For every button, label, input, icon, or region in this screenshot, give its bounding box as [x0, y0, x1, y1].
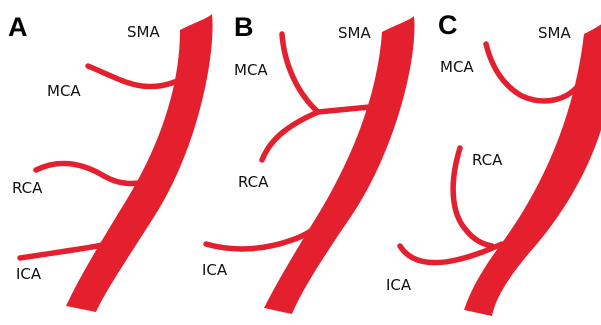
ica-label: ICA — [16, 265, 42, 283]
mca-branch — [282, 34, 318, 112]
mca-branch — [88, 66, 184, 87]
rca-branch — [262, 112, 318, 160]
mca-label: MCA — [440, 58, 474, 76]
mca-label: MCA — [47, 82, 81, 100]
mca-label: MCA — [234, 61, 268, 79]
panel-letter: B — [234, 12, 254, 42]
sma-label: SMA — [338, 24, 371, 42]
ica-label: ICA — [202, 261, 228, 279]
mca-branch — [486, 44, 578, 101]
sma-label: SMA — [538, 24, 571, 42]
rca-branch — [36, 163, 154, 183]
ica-label: ICA — [386, 276, 412, 294]
panel-a: A SMA MCA RCA ICA — [8, 12, 213, 312]
sma-trunk — [66, 14, 213, 312]
sma-trunk — [464, 22, 601, 316]
panel-letter: A — [8, 12, 28, 42]
rca-label: RCA — [238, 173, 269, 191]
panel-c: C SMA MCA RCA ICA — [386, 10, 601, 316]
panel-b: B SMA MCA RCA ICA — [202, 12, 414, 314]
sma-label: SMA — [127, 23, 160, 41]
panel-letter: C — [438, 10, 458, 40]
rca-label: RCA — [12, 179, 43, 197]
rca-label: RCA — [472, 151, 503, 169]
